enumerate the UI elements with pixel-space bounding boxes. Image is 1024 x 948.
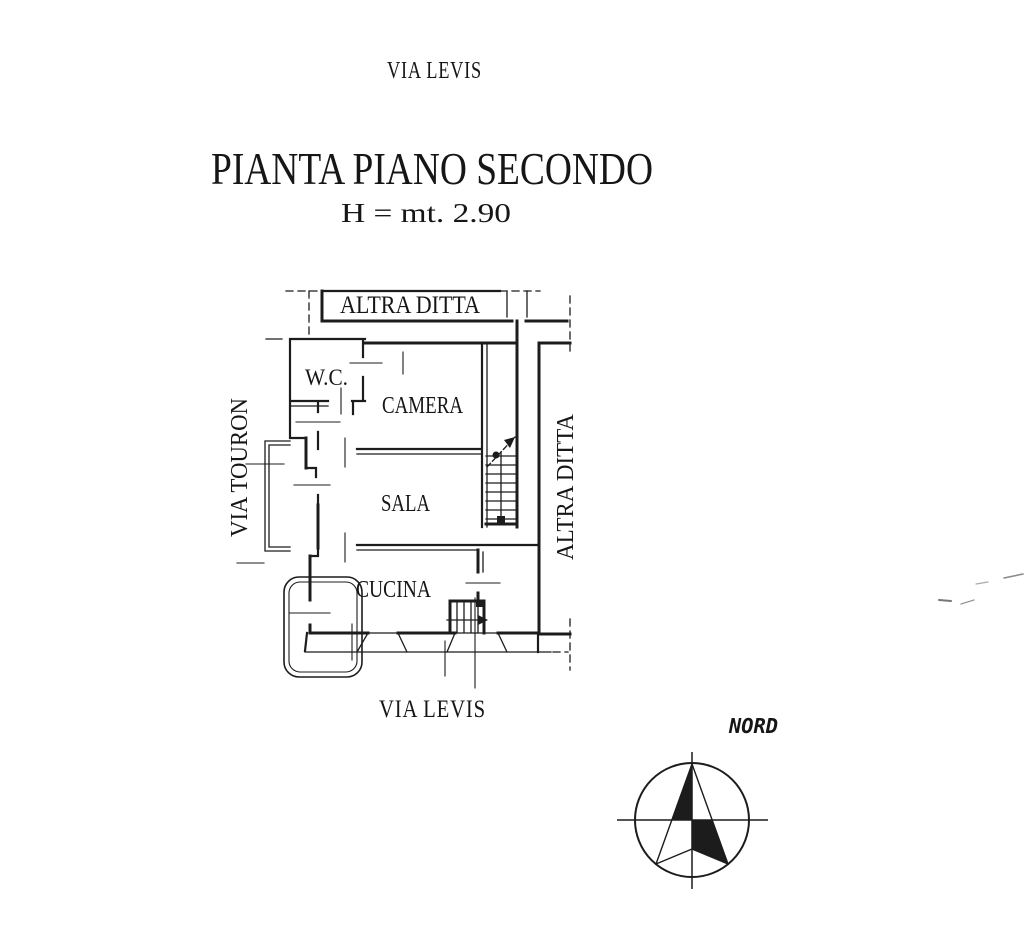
corridor-label-right: ALTRA DITTA (553, 413, 579, 560)
service-stair-post (476, 601, 484, 607)
page-title: PIANTA PIANO SECONDO (211, 143, 653, 194)
street-label-bottom: VIA LEVIS (379, 696, 486, 723)
stair-start-dot (492, 451, 500, 459)
north-needle (672, 764, 728, 864)
scan-artifacts (938, 573, 1024, 605)
room-label-camera: CAMERA (382, 393, 464, 419)
stair-newel-post (497, 516, 505, 524)
street-label-left: VIA TOURON (227, 398, 253, 537)
needle-black-north-half (672, 764, 692, 820)
ceiling-height-note: H = mt. 2.90 (341, 198, 511, 228)
compass-rose: NORD (617, 714, 778, 889)
room-label-cucina: CUCINA (356, 577, 432, 603)
room-label-wc: W.C. (305, 365, 348, 390)
street-label-top: VIA LEVIS (387, 58, 482, 84)
service-staircase (476, 601, 488, 625)
walls-medium (288, 289, 540, 654)
walls-thin (264, 290, 552, 653)
door-opening-ticks (236, 351, 501, 689)
dashed-boundary-lines (285, 290, 571, 671)
service-stair-arrow-head (478, 615, 488, 625)
main-staircase (492, 437, 515, 524)
needle-black-southeast (692, 820, 728, 864)
walls-heavy (304, 289, 572, 636)
stair-arrow-head (504, 437, 515, 448)
balcony (283, 576, 363, 678)
room-label-sala: SALA (381, 491, 431, 517)
corridor-label-top: ALTRA DITTA (340, 292, 480, 319)
compass-label-nord: NORD (728, 714, 778, 738)
compass-star-outline (655, 763, 729, 865)
